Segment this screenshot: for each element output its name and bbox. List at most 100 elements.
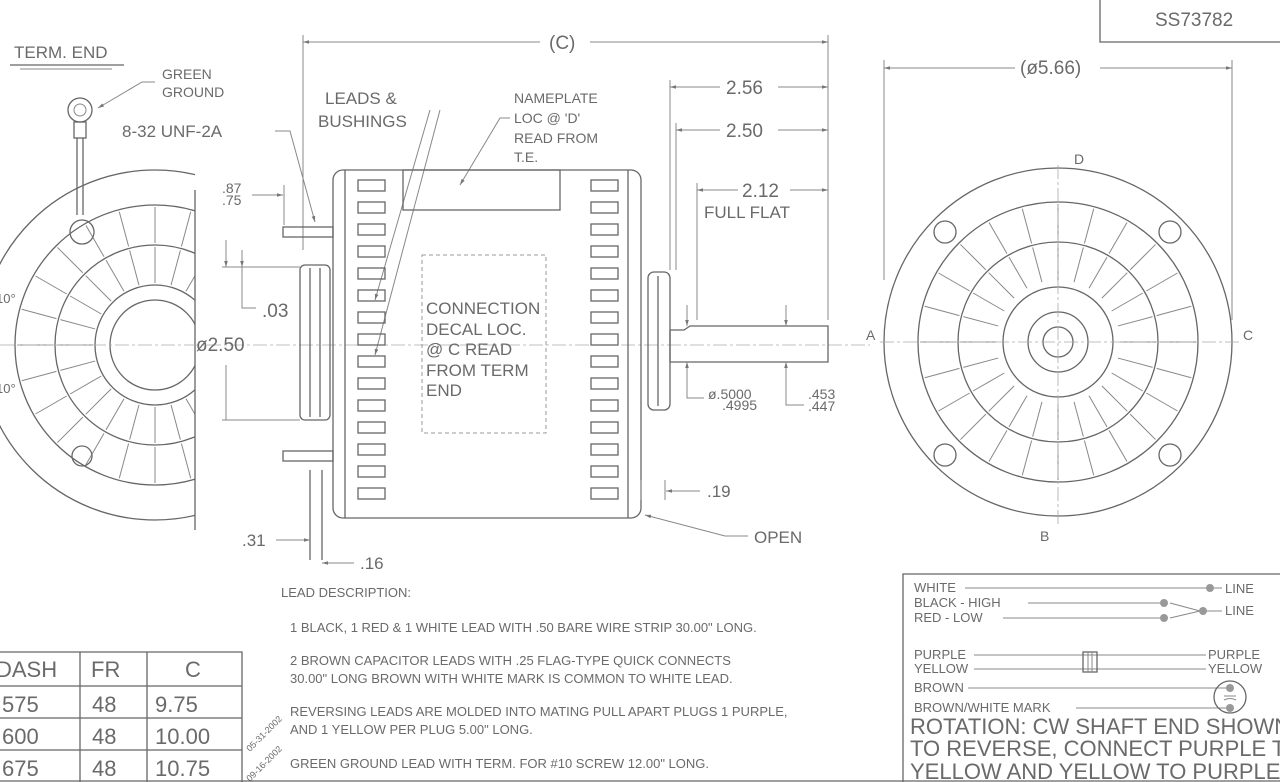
rib-line [972,292,1005,312]
decal-label: CONNECTION [426,299,540,318]
rib-line [60,360,96,371]
rib-line [988,272,1015,299]
wire-white: WHITE [914,580,956,595]
connection-decal-area [421,254,547,434]
rib-line [206,225,224,256]
rib-line [170,404,181,440]
header-dash: DASH [0,657,57,682]
end-bell-left [0,169,252,521]
dim-03: .03 [262,301,288,322]
dim-75: .75 [222,192,242,208]
lead-desc-4: GREEN GROUND LEAD WITH TERM. FOR #10 SCR… [290,756,709,771]
rib-line [1111,372,1144,392]
rib-line [1073,247,1084,283]
decal-label-3: @ C READ [426,340,512,359]
lead-desc-2b: 30.00" LONG BROWN WITH WHITE MARK IS COM… [290,671,733,686]
rib-line [69,295,102,315]
rib-line [129,250,140,286]
rib-line [199,276,224,301]
shaft-end-view: (ø5.66) D A C B [866,58,1253,544]
rib-line [85,275,112,302]
ground-terminal-icon [67,97,93,215]
stud-bottom [282,450,334,462]
vent-slot [357,267,386,280]
angle-bottom: 10° [0,381,16,396]
vent-slot [357,465,386,478]
terminal-end-view: TERM. END GREEN GROUND 8-32 UNF-2A 10° 1… [0,43,870,530]
rib-line [1032,401,1043,437]
wire-yellow-right: YELLOW [1208,661,1263,676]
shaft-dia-max: ø.5000 [708,386,752,402]
rib-line [1021,440,1033,476]
wire-purple-left: PURPLE [914,647,966,662]
rib-line [85,225,105,257]
decal-label-5: END [426,381,462,400]
nameplate-label: NAMEPLATE [514,90,598,106]
rib-line [1108,222,1128,254]
lead-description: LEAD DESCRIPTION: 1 BLACK, 1 RED & 1 WHI… [281,585,788,771]
term-end-title: TERM. END [14,43,108,62]
wire-purple-right: PURPLE [1208,647,1260,662]
rib-line [185,398,195,416]
rib-line [963,357,999,368]
vent-slot [357,399,386,412]
vent-slot [357,421,386,434]
rib-line [35,275,67,295]
rotation-note-2: TO REVERSE, CONNECT PURPLE TO [910,736,1280,761]
vent-slot [590,179,619,192]
rib-line [129,404,140,440]
decal-label-4: FROM TERM [426,361,529,380]
dim-256: 2.56 [726,78,763,99]
rib-line [1129,413,1156,440]
rib-line [21,308,57,320]
term-end-hub [299,264,331,421]
rib-line [1021,208,1033,244]
dim-19: .19 [707,482,731,501]
rib-line [1008,256,1028,289]
dim-87: .87 [222,180,242,196]
table-cell: 600 [2,724,39,749]
vent-slot [590,421,619,434]
vent-slot [357,333,386,346]
wire-brown-white: BROWN/WHITE MARK [914,700,1051,715]
dim-31: .31 [242,531,266,550]
wire-black-high: BLACK - HIGH [914,595,1001,610]
vent-slot [357,201,386,214]
dash-table: DASH FR C 575 48 9.75 600 48 10.00 675 4… [0,651,243,782]
vent-slot [357,355,386,368]
rib-line [924,305,960,317]
dim-c: (C) [549,33,575,54]
drawing-number: SS73782 [1155,10,1233,31]
vent-slot [590,245,619,258]
full-flat-label: FULL FLAT [704,203,790,222]
vent-slot [590,289,619,302]
wire-yellow-left: YELLOW [914,661,969,676]
rib-line [1008,395,1028,428]
shaft-dia-min: .4995 [722,397,757,413]
nameplate-label-2: LOC @ 'D' [514,110,580,126]
rib-line [118,211,130,247]
label-b: B [1040,528,1049,544]
nameplate-label-3: READ FROM [514,130,598,146]
header-c: C [185,657,201,682]
rib-line [21,370,57,382]
header-fr: FR [91,657,120,682]
rib-line [60,319,96,330]
vent-slot [590,377,619,390]
table-cell: 48 [92,756,116,781]
rib-line [960,244,987,271]
leads-label: LEADS & [325,89,397,108]
rib-line [215,320,250,329]
rib-line [1156,367,1192,379]
rib-line [118,443,130,479]
rib-line [1146,392,1178,412]
vent-slot [590,355,619,368]
rib-line [924,367,960,379]
table-cell: 9.75 [155,692,198,717]
vent-slot [590,201,619,214]
rib-line [1129,244,1156,271]
vent-slot [357,377,386,390]
rib-line [227,247,252,272]
decal-label-2: DECAL LOC. [426,320,526,339]
green-ground-label: GREEN [162,66,212,82]
